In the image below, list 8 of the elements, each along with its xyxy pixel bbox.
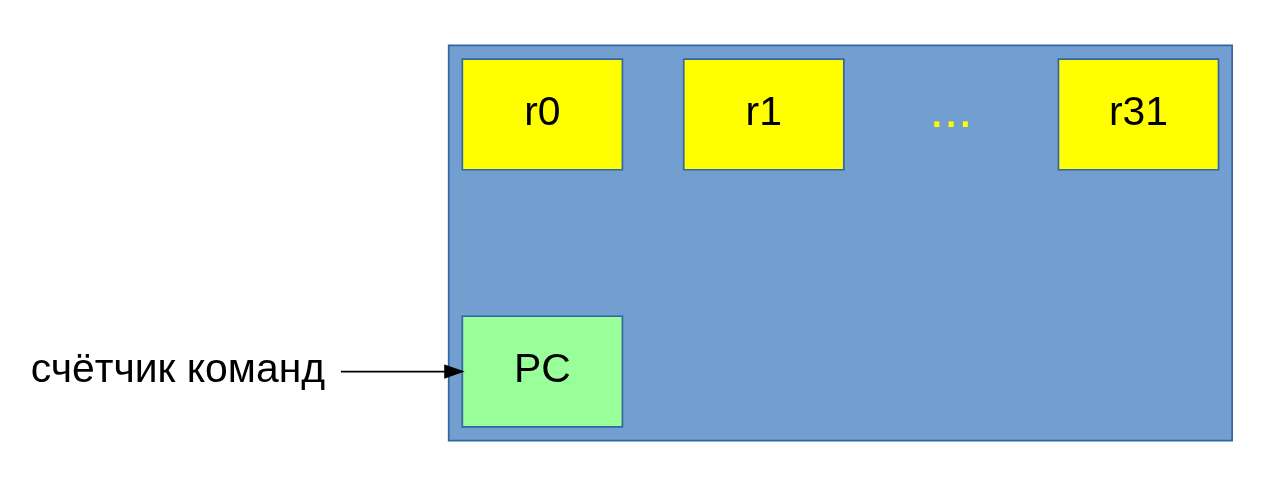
cluster bbox=[447, 44, 1233, 441]
node-box: PC bbox=[461, 314, 624, 428]
node-box: r31 bbox=[1057, 57, 1220, 171]
node-box: r1 bbox=[682, 57, 845, 171]
label: ... bbox=[929, 80, 973, 138]
node-text: счётчик команд bbox=[30, 344, 326, 391]
node-box: r0 bbox=[461, 57, 624, 171]
arrow bbox=[340, 363, 465, 379]
